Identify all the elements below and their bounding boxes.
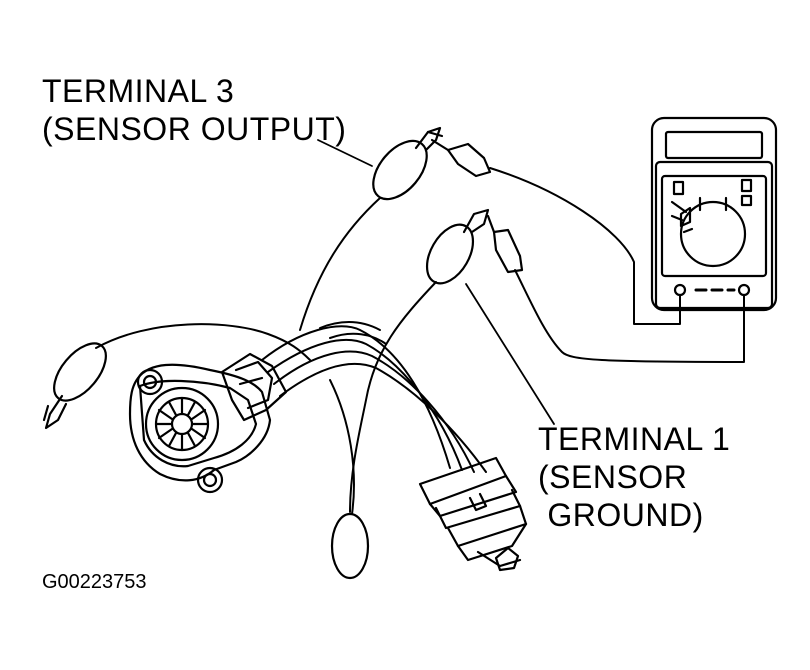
terminal-3-label: TERMINAL 3 (42, 73, 235, 109)
probe-tip-icon (432, 140, 522, 272)
terminal-1-description-line1: (SENSOR (538, 459, 688, 495)
meter-leads (490, 168, 744, 362)
sensor-wires (96, 198, 486, 514)
wire-connector-icon (420, 458, 526, 570)
multimeter-icon (652, 118, 776, 310)
terminal-1-label: TERMINAL 1 (538, 421, 731, 457)
leader-lines (318, 140, 554, 424)
figure-code: G00223753 (42, 571, 147, 593)
terminal-3-description: (SENSOR OUTPUT) (42, 111, 347, 147)
alligator-clip-icon (44, 128, 488, 578)
tps-sensor-icon (130, 354, 286, 492)
terminal-1-description-line2: GROUND) (538, 497, 704, 533)
